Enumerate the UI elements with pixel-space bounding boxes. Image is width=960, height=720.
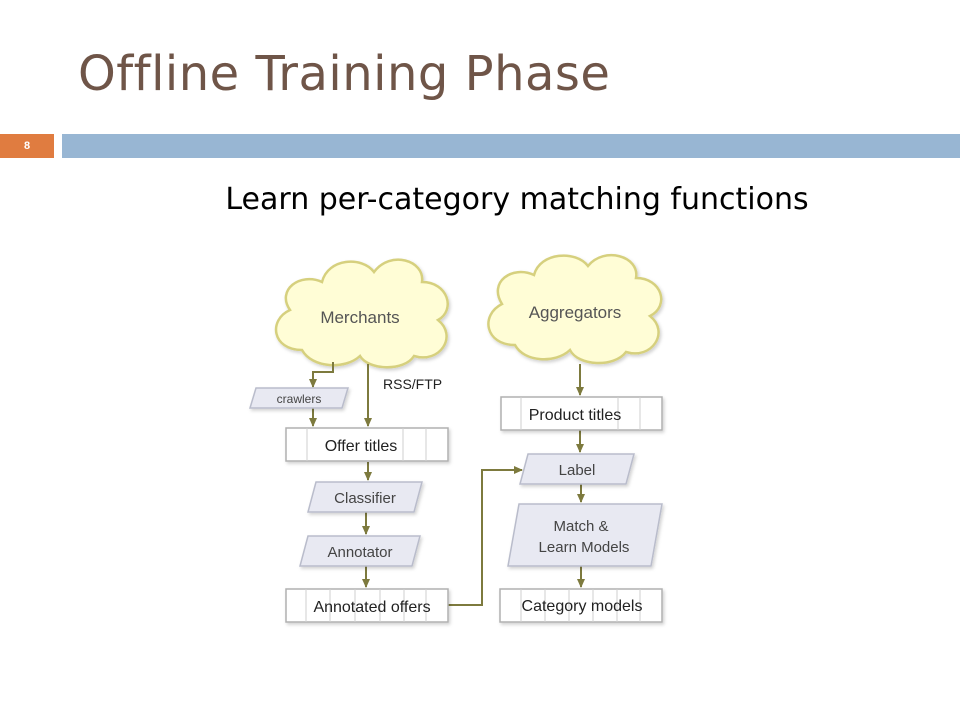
annotated-offers-node: Annotated offers xyxy=(285,588,449,623)
svg-text:Category models: Category models xyxy=(522,598,643,615)
slide-title: Offline Training Phase xyxy=(78,46,611,102)
svg-text:Product titles: Product titles xyxy=(529,407,621,424)
slide-subtitle: Learn per-category matching functions xyxy=(225,182,809,217)
category-models-node: Category models xyxy=(499,588,663,623)
aggregators-label: Aggregators xyxy=(529,303,622,322)
svg-text:Label: Label xyxy=(559,462,596,479)
aggregators-cloud: Aggregators xyxy=(487,253,663,365)
svg-text:Classifier: Classifier xyxy=(334,490,396,507)
label-node: Label xyxy=(519,453,635,485)
annotator-node: Annotator xyxy=(299,535,421,567)
match-learn-node: Match & Learn Models xyxy=(507,503,663,567)
crawlers-node: crawlers xyxy=(248,387,350,409)
arrow-merchants-crawlers xyxy=(309,362,334,388)
svg-text:crawlers: crawlers xyxy=(277,392,322,406)
merchants-cloud: Merchants xyxy=(274,258,449,369)
classifier-node: Classifier xyxy=(307,481,423,513)
arrow-annotated-label xyxy=(448,466,523,606)
merchants-label: Merchants xyxy=(320,308,399,327)
svg-text:Learn Models: Learn Models xyxy=(539,539,630,556)
slide-number: 8 xyxy=(0,134,54,158)
product-titles-node: Product titles xyxy=(500,396,663,431)
connectors xyxy=(309,362,585,606)
svg-text:Annotator: Annotator xyxy=(327,544,392,561)
title-rule xyxy=(62,134,960,158)
svg-text:Offer titles: Offer titles xyxy=(325,438,398,455)
offer-titles-node: Offer titles xyxy=(285,427,449,462)
svg-text:Annotated offers: Annotated offers xyxy=(313,599,430,616)
svg-text:Match &: Match & xyxy=(553,518,608,535)
rss-ftp-label: RSS/FTP xyxy=(383,376,442,392)
